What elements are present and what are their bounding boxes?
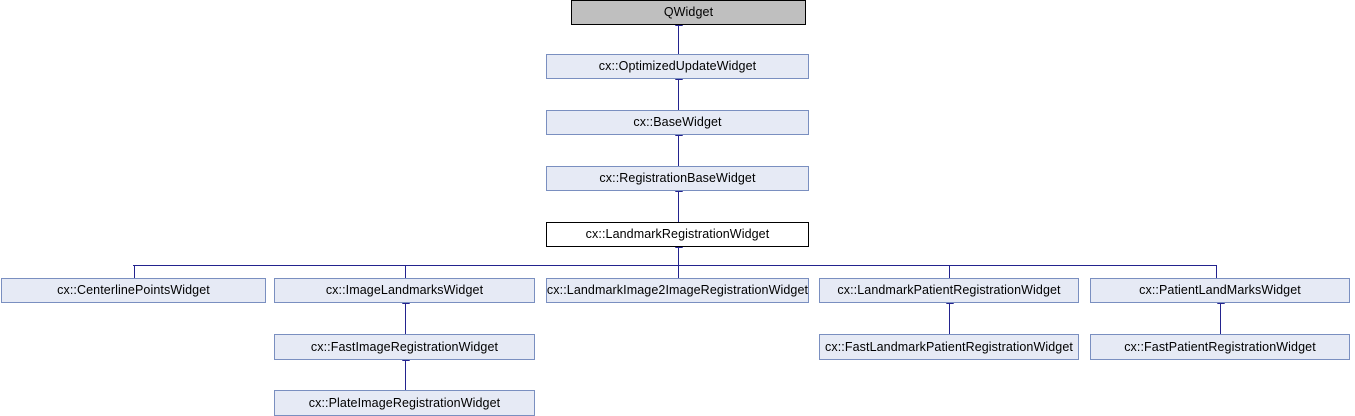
class-node-landmarkregistrationwidget[interactable]: cx::LandmarkRegistrationWidget (546, 222, 809, 247)
class-node-plateimageregistrationwidget[interactable]: cx::PlateImageRegistrationWidget (274, 390, 535, 416)
edge-bus-stem (678, 247, 679, 265)
class-node-label: cx::LandmarkImage2ImageRegistrationWidge… (546, 283, 809, 298)
edge-basewidget-to-optimizedupdatewidget (678, 79, 679, 110)
class-node-basewidget[interactable]: cx::BaseWidget (546, 110, 809, 135)
class-node-registrationbasewidget[interactable]: cx::RegistrationBaseWidget (546, 166, 809, 191)
class-node-label: cx::LandmarkRegistrationWidget (585, 227, 770, 242)
class-node-label: cx::ImageLandmarksWidget (325, 283, 484, 298)
class-node-centerlinepointswidget[interactable]: cx::CenterlinePointsWidget (1, 278, 266, 303)
class-node-label: cx::RegistrationBaseWidget (599, 171, 756, 186)
edge-bus-drop-patientlandmarkswidget (1216, 265, 1217, 278)
edge-registrationbasewidget-to-basewidget (678, 135, 679, 166)
class-node-label: cx::PatientLandMarksWidget (1139, 283, 1301, 298)
edge-fastlandmarkpatientregistrationwidget-to-landmarkpatientregistrationwidget (949, 303, 950, 334)
edge-landmarkregistrationwidget-to-registrationbasewidget (678, 191, 679, 222)
class-node-fastlandmarkpatientregistrationwidget[interactable]: cx::FastLandmarkPatientRegistrationWidge… (819, 334, 1079, 360)
class-node-label: cx::BaseWidget (633, 115, 722, 130)
class-node-fastpatientregistrationwidget[interactable]: cx::FastPatientRegistrationWidget (1090, 334, 1350, 360)
class-node-patientlandmarkswidget[interactable]: cx::PatientLandMarksWidget (1090, 278, 1350, 303)
edge-bus-drop-landmarkpatientregistrationwidget (949, 265, 950, 278)
class-node-optimizedupdatewidget[interactable]: cx::OptimizedUpdateWidget (546, 54, 809, 79)
class-node-landmarkpatientregistrationwidget[interactable]: cx::LandmarkPatientRegistrationWidget (819, 278, 1079, 303)
class-node-label: cx::FastLandmarkPatientRegistrationWidge… (825, 339, 1073, 354)
class-node-landmarkimage2imageregistrationwidget[interactable]: cx::LandmarkImage2ImageRegistrationWidge… (546, 278, 809, 303)
class-node-qwidget[interactable]: QWidget (571, 0, 806, 25)
edge-bus-drop-imagelandmarkswidget (405, 265, 406, 278)
class-node-label: cx::LandmarkPatientRegistrationWidget (837, 283, 1061, 298)
class-node-fastimageregistrationwidget[interactable]: cx::FastImageRegistrationWidget (274, 334, 535, 360)
class-node-imagelandmarkswidget[interactable]: cx::ImageLandmarksWidget (274, 278, 535, 303)
edge-bus-horizontal (133, 265, 1216, 266)
edge-fastpatientregistrationwidget-to-patientlandmarkswidget (1220, 303, 1221, 334)
class-node-label: cx::FastImageRegistrationWidget (310, 339, 499, 354)
class-node-label: cx::CenterlinePointsWidget (57, 283, 210, 298)
edge-optimizedupdatewidget-to-qwidget (678, 25, 679, 54)
edge-bus-drop-landmarkimage2imageregistrationwidget (678, 265, 679, 278)
edge-fastimageregistrationwidget-to-imagelandmarkswidget (405, 303, 406, 334)
edge-plateimageregistrationwidget-to-fastimageregistrationwidget (405, 360, 406, 390)
class-node-label: cx::PlateImageRegistrationWidget (308, 395, 501, 410)
class-node-label: cx::FastPatientRegistrationWidget (1124, 339, 1316, 354)
edge-bus-drop-centerlinepointswidget (134, 265, 135, 278)
class-node-label: QWidget (663, 5, 714, 20)
class-node-label: cx::OptimizedUpdateWidget (598, 59, 757, 74)
